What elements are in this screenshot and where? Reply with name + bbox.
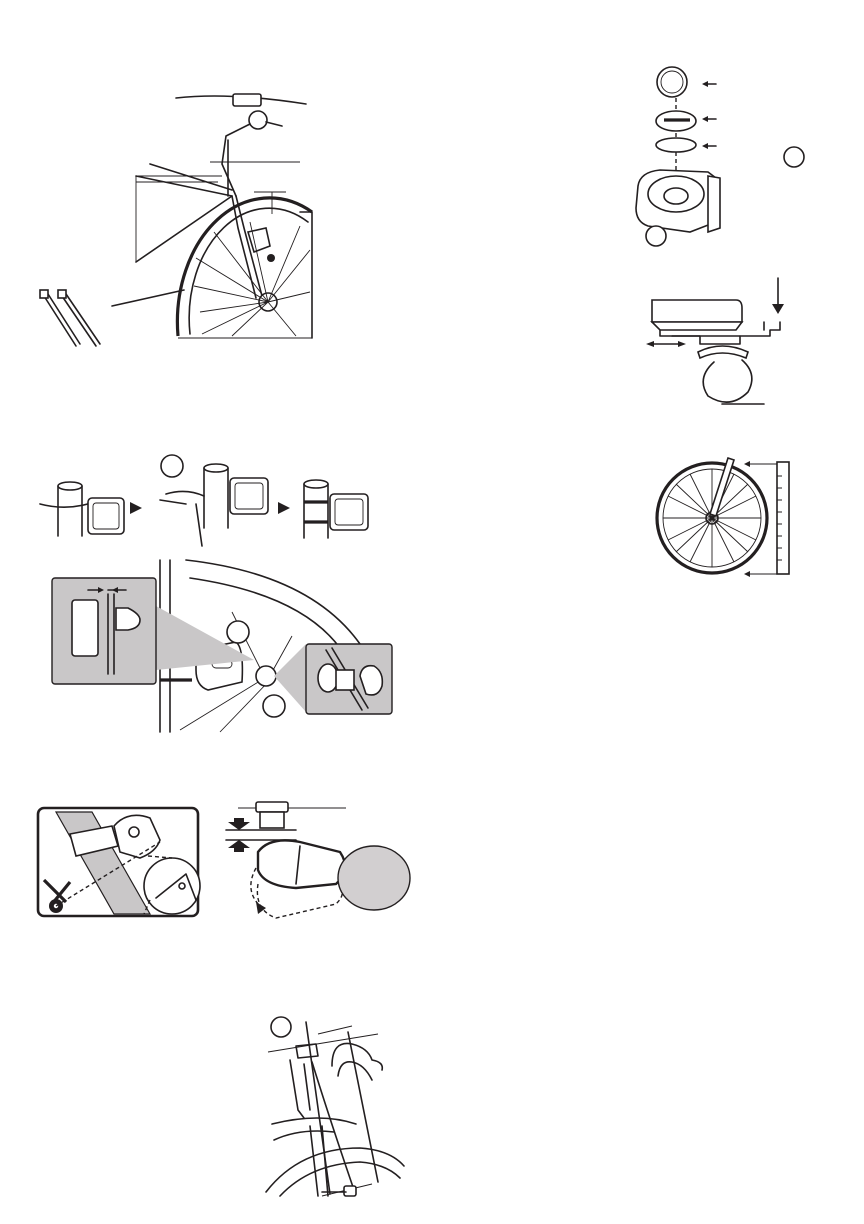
battery-exploded-figure [636, 67, 804, 246]
bracket-mount-figure [646, 278, 784, 404]
wheel-circumference-figure [657, 458, 789, 577]
sensor-magnet-alignment-figure [52, 560, 392, 732]
cable-tie-icon [40, 290, 100, 346]
bike-overview-figure [112, 94, 312, 338]
sensor-attach-steps-figure [40, 455, 368, 546]
cable-routing-figure [266, 1017, 404, 1196]
gap-adjust-figure [226, 802, 410, 918]
sensor-closeup-figure [38, 808, 200, 916]
